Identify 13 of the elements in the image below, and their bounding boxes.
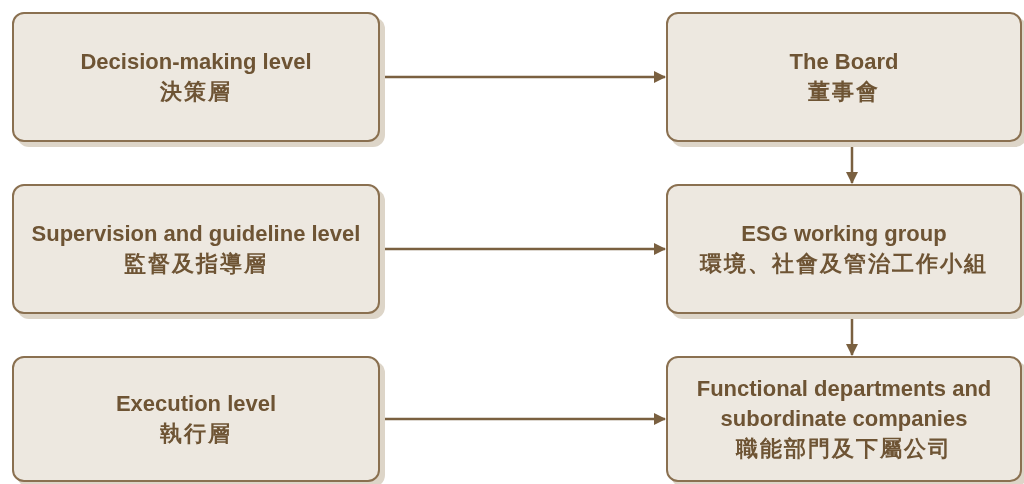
node-title: Decision-making level [80, 48, 312, 76]
process-box [666, 356, 1022, 482]
node-title: Supervision and guideline level [31, 220, 361, 248]
node-subtitle: 監督及指導層 [124, 250, 268, 278]
node-title: Execution level [115, 390, 277, 418]
node-title: The Board [789, 48, 899, 76]
node-subtitle: 決策層 [160, 78, 232, 106]
node-subtitle: 執行層 [160, 420, 232, 448]
node-subtitle: 職能部門及下屬公司 [736, 435, 952, 463]
node-title: Functional departments and subordinate companies [695, 375, 993, 433]
node-title: ESG working group [741, 220, 947, 248]
node-subtitle: 董事會 [808, 78, 880, 106]
node-subtitle: 環境、社會及管治工作小組 [700, 250, 988, 278]
